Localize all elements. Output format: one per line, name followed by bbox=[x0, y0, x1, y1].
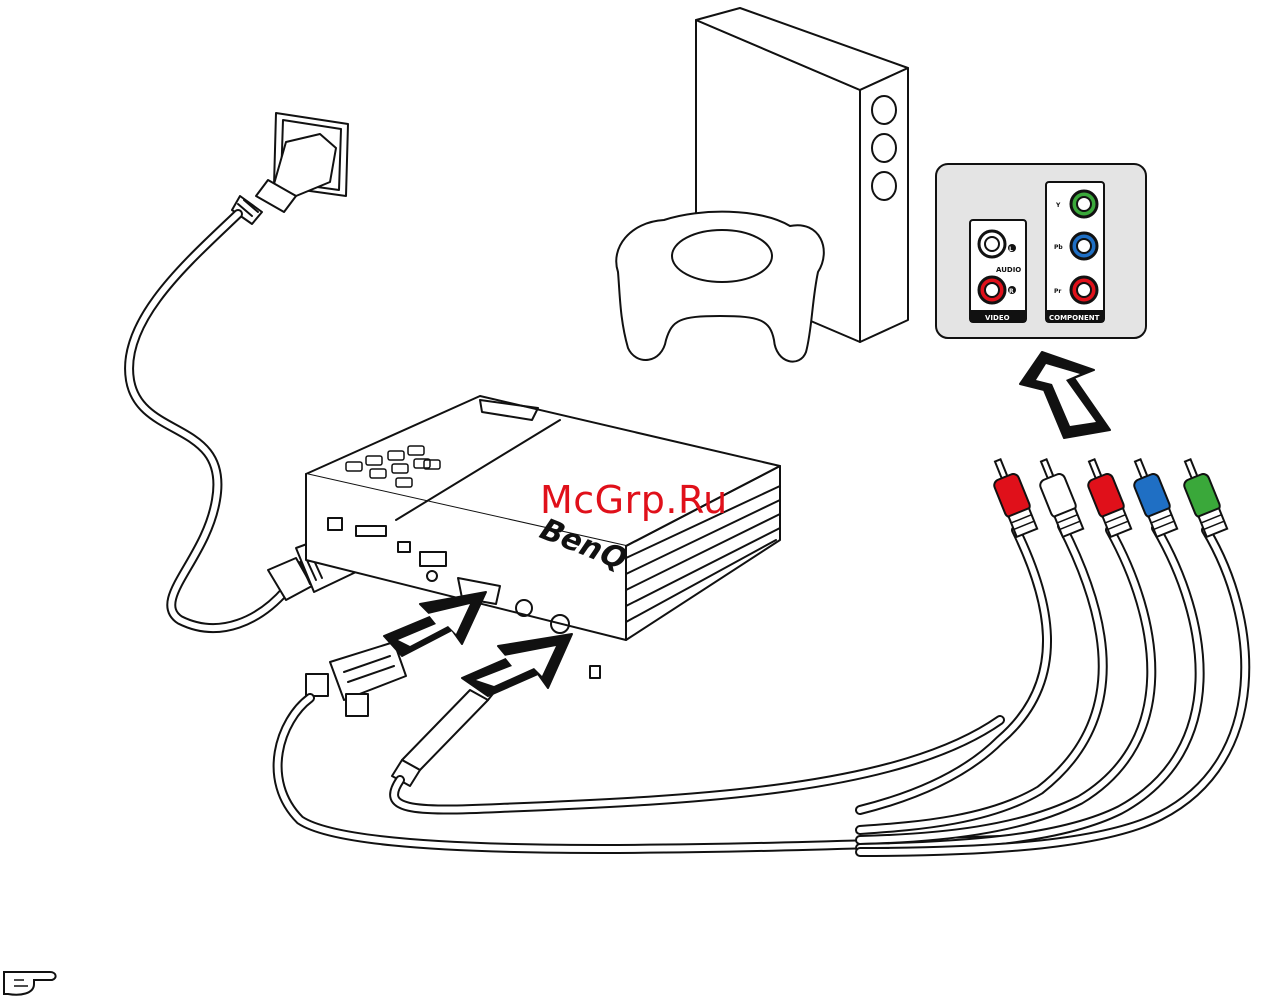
rca-plug-icon bbox=[1032, 456, 1085, 538]
gamepad-icon bbox=[616, 212, 824, 362]
video-group-label: VIDEO bbox=[985, 314, 1010, 322]
power-plug-icon bbox=[232, 134, 336, 224]
rca-plug-icon bbox=[1176, 456, 1229, 538]
audio-jack-icon bbox=[392, 690, 496, 786]
watermark: McGrp.Ru bbox=[540, 478, 728, 522]
component-y-label: Y bbox=[1055, 202, 1061, 209]
rca-plug-icon bbox=[986, 456, 1039, 538]
component-pb-label: Pb bbox=[1054, 244, 1063, 251]
audio-label: AUDIO bbox=[996, 266, 1021, 274]
audio-left-label: L bbox=[1009, 246, 1013, 253]
component-group-label: COMPONENT bbox=[1049, 314, 1100, 322]
av-panel bbox=[936, 164, 1146, 338]
vga-connector-icon bbox=[306, 642, 406, 716]
note-hand-icon bbox=[0, 964, 64, 998]
audio-right-label: R bbox=[1009, 288, 1014, 295]
rca-plug-icon bbox=[1080, 456, 1133, 538]
rca-plug-icon bbox=[1126, 456, 1179, 538]
component-pr-label: Pr bbox=[1054, 288, 1061, 295]
power-cord bbox=[129, 214, 286, 628]
arrow-icon bbox=[384, 592, 486, 656]
